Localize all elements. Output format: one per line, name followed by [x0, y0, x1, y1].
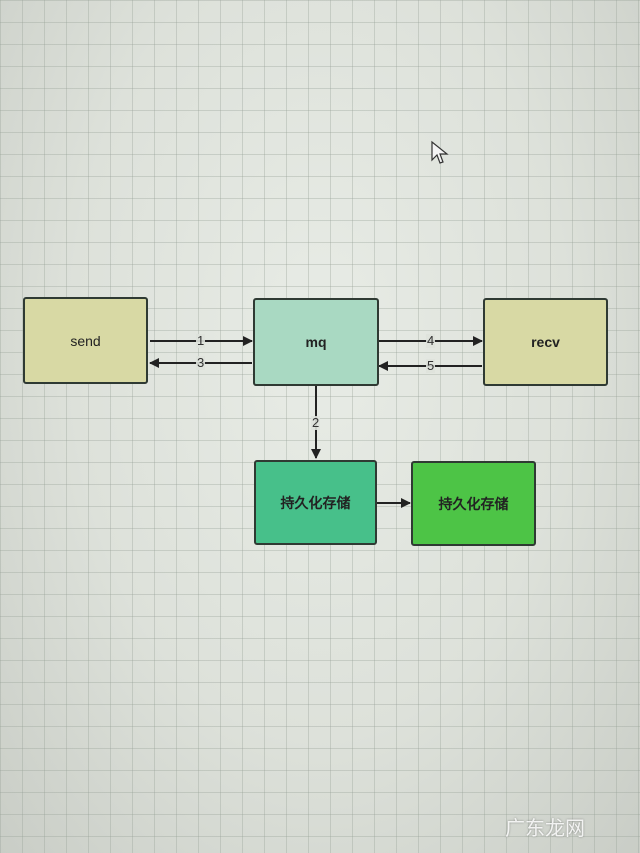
- node-persist-2: 持久化存储: [411, 461, 536, 546]
- node-recv-label: recv: [531, 334, 560, 350]
- node-persist-1-label: 持久化存储: [280, 494, 351, 511]
- edge-3-label: 3: [196, 355, 206, 370]
- node-mq-label: mq: [305, 334, 327, 350]
- node-send-label: send: [70, 332, 101, 349]
- node-mq: mq: [253, 298, 379, 386]
- mouse-cursor-icon: [431, 140, 449, 164]
- node-persist-2-label: 持久化存储: [438, 495, 509, 512]
- node-recv: recv: [483, 298, 608, 386]
- node-persist-1: 持久化存储: [254, 460, 377, 545]
- edge-2-label: 2: [311, 415, 321, 430]
- edge-1-label: 1: [196, 333, 206, 348]
- edge-4-label: 4: [426, 333, 436, 348]
- node-send: send: [23, 297, 148, 384]
- watermark: 广东龙网: [505, 818, 585, 840]
- edge-5-label: 5: [426, 358, 436, 373]
